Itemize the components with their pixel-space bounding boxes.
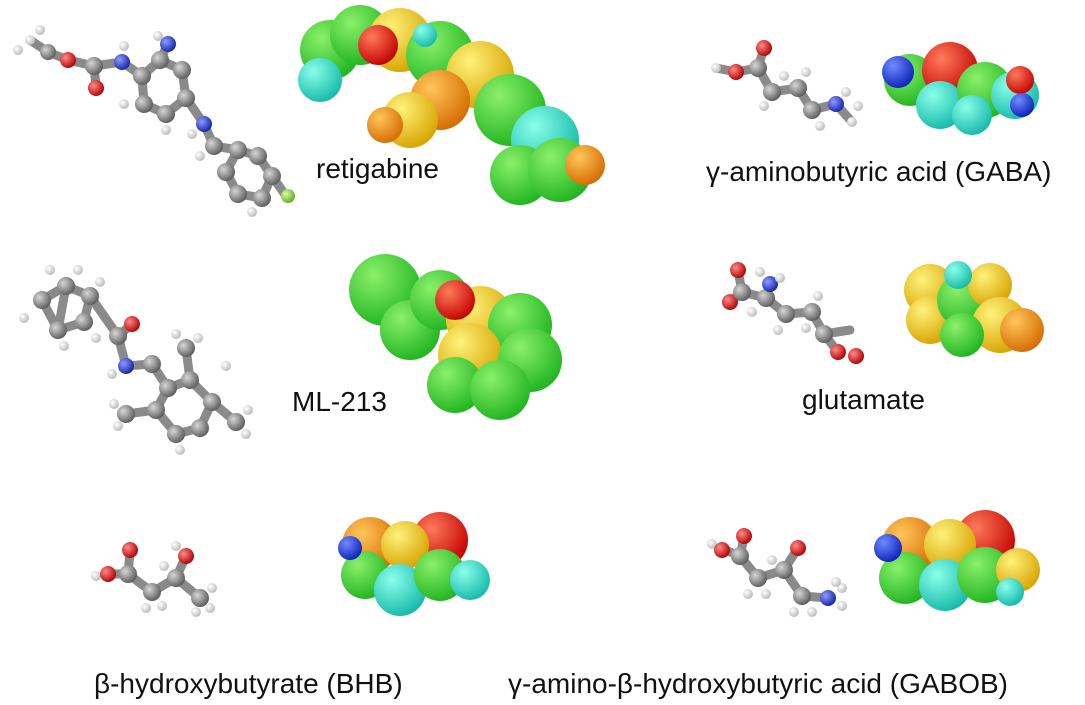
glutamate-ball-and-stick-model (722, 262, 864, 364)
retigabine-esp-surface (298, 5, 605, 205)
ml213-label: ML-213 (292, 386, 387, 417)
glutamate-esp-surface (904, 261, 1044, 357)
gaba-esp-surface (882, 42, 1039, 135)
gaba-ball-and-stick-model (711, 40, 863, 131)
gaba-label: γ-aminobutyric acid (GABA) (706, 156, 1052, 187)
ml213-ball-and-stick-model (19, 265, 253, 455)
retigabine-label: retigabine (316, 153, 439, 184)
bhb-label: β-hydroxybutyrate (BHB) (94, 668, 403, 699)
bhb-ball-and-stick-model (91, 541, 217, 617)
gabob-esp-surface (874, 510, 1040, 611)
bhb-esp-surface (338, 512, 490, 616)
gabob-label: γ-amino-β-hydroxybutyric acid (GABOB) (508, 668, 1009, 699)
glutamate-label: glutamate (802, 384, 925, 415)
ml213-esp-surface (349, 254, 562, 420)
retigabine-ball-and-stick-model (13, 25, 295, 217)
gabob-ball-and-stick-model (707, 528, 847, 617)
